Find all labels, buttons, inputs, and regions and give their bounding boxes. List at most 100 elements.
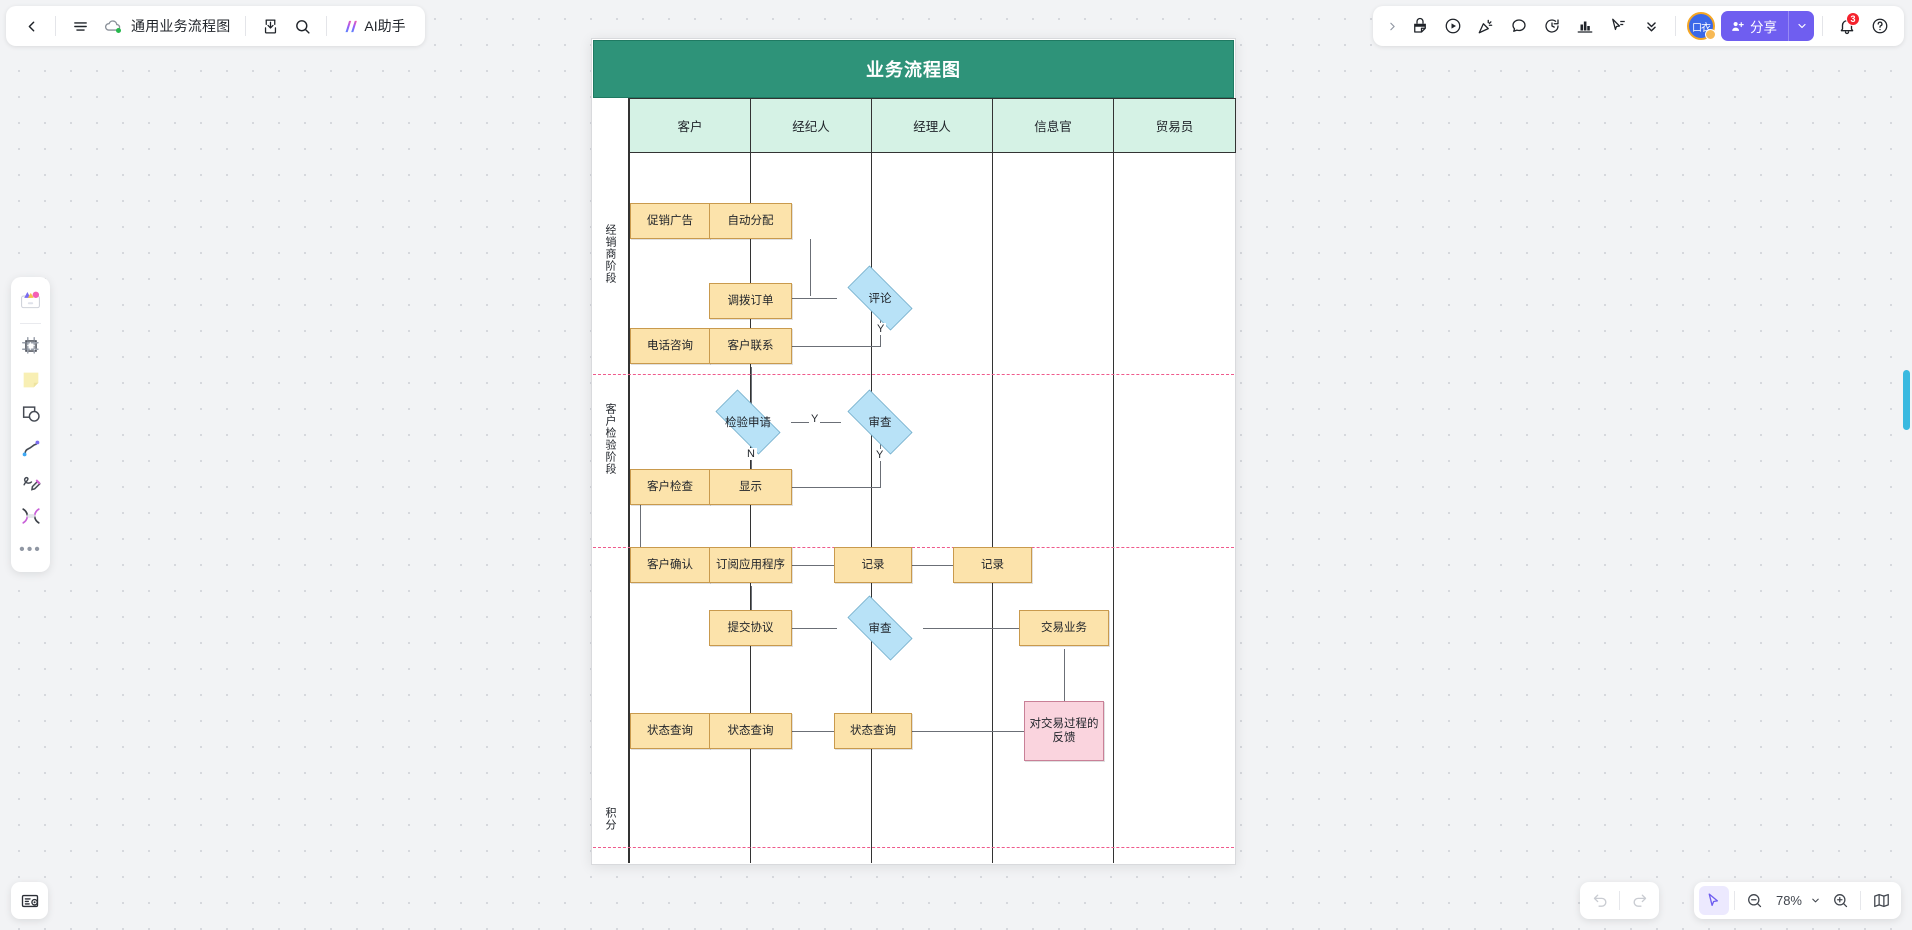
help-icon[interactable] [1864, 11, 1896, 41]
node-status-query-manager[interactable]: 状态查询 [834, 713, 912, 749]
node-review-decision-1[interactable]: 审查 [837, 389, 923, 455]
node-comment-decision[interactable]: 评论 [837, 265, 923, 331]
swimlane-diagram[interactable]: 业务流程图 客户 经纪人 经理人 信息官 贸易员 经销商阶段 客户检验阶段 积分 [591, 38, 1236, 865]
edge-label-n-inspect: N [745, 448, 757, 460]
edge-n2-n3 [810, 239, 812, 296]
node-review-decision-2[interactable]: 审查 [837, 595, 923, 661]
node-phone-consult[interactable]: 电话咨询 [630, 328, 710, 364]
edge-n20-n21 [912, 731, 1024, 733]
node-display[interactable]: 显示 [709, 469, 792, 505]
play-circle-icon[interactable] [1437, 11, 1469, 41]
notification-badge: 3 [1846, 12, 1860, 26]
pointer-icon[interactable] [1698, 886, 1729, 915]
menu-icon[interactable] [65, 11, 95, 41]
edge-n6-n7 [751, 367, 753, 427]
cursor-select-icon[interactable] [1602, 11, 1634, 41]
avatar[interactable]: 口衣 [1687, 12, 1716, 40]
left-tool-dock: ••• [11, 277, 50, 572]
document-title[interactable]: 通用业务流程图 [131, 18, 231, 34]
node-record-manager[interactable]: 记录 [834, 547, 912, 583]
divider [1675, 16, 1676, 36]
lane-title-inspect: 客户检验阶段 [604, 403, 616, 475]
download-icon[interactable] [255, 11, 285, 41]
templates-icon[interactable] [14, 284, 47, 317]
node-promo-ad[interactable]: 促销广告 [630, 203, 710, 239]
lane-title-points: 积分 [604, 807, 616, 831]
history-icon[interactable] [1536, 11, 1568, 41]
column-header-broker: 经纪人 [750, 98, 872, 153]
vertical-scrollbar[interactable] [1903, 370, 1910, 430]
edge-label-y-review: Y [874, 449, 886, 461]
zoom-out-icon[interactable] [1740, 886, 1770, 915]
lane-divider-3 [593, 847, 1234, 848]
edge-n4-n6 [792, 346, 881, 348]
board-settings-icon[interactable] [11, 882, 48, 919]
chart-icon[interactable] [1569, 11, 1601, 41]
redo-icon[interactable] [1624, 886, 1654, 915]
edge-n16-n17 [923, 628, 1019, 630]
node-trade-feedback[interactable]: 对交易过程的反馈 [1024, 701, 1104, 761]
lane-divider-1 [593, 374, 1234, 375]
column-header-customer: 客户 [629, 98, 751, 153]
share-main[interactable]: 分享 [1721, 11, 1788, 41]
divider [326, 16, 328, 36]
node-trade-business[interactable]: 交易业务 [1019, 610, 1109, 646]
divider [55, 16, 56, 36]
node-auto-assign[interactable]: 自动分配 [709, 203, 792, 239]
edge-n9-n11 [640, 502, 642, 565]
edge-n12-n13 [792, 565, 834, 567]
comment-icon[interactable] [1503, 11, 1535, 41]
column-divider-3 [992, 153, 993, 863]
ai-logo-icon [345, 20, 358, 32]
zoom-toolbar: 78% [1693, 882, 1901, 919]
ai-assistant-label: AI助手 [364, 18, 406, 34]
node-inspection-request-decision[interactable]: 检验申请 [705, 389, 791, 455]
zoom-level-label[interactable]: 78% [1775, 893, 1802, 908]
chevrons-down-icon[interactable] [1635, 11, 1667, 41]
node-label: 审查 [868, 417, 892, 429]
ai-assistant-button[interactable]: AI助手 [336, 11, 414, 41]
node-submit-agreement[interactable]: 提交协议 [709, 610, 792, 646]
back-icon[interactable] [16, 11, 46, 41]
connector-icon[interactable] [14, 431, 47, 464]
node-status-query-customer[interactable]: 状态查询 [630, 713, 710, 749]
minimap-icon[interactable] [1866, 886, 1896, 915]
pen-icon[interactable] [14, 465, 47, 498]
search-icon[interactable] [287, 11, 317, 41]
node-record-officer[interactable]: 记录 [953, 547, 1032, 583]
node-customer-confirm[interactable]: 客户确认 [630, 547, 710, 583]
share-button[interactable]: 分享 [1721, 11, 1814, 41]
node-customer-check[interactable]: 客户检查 [630, 469, 710, 505]
edge-label-y-comment: Y [875, 323, 887, 335]
node-label: 检验申请 [725, 417, 771, 429]
divider [1860, 891, 1861, 910]
column-header-row: 客户 经纪人 经理人 信息官 贸易员 [629, 98, 1236, 153]
expand-chevron-icon[interactable] [1381, 11, 1403, 41]
top-left-toolbar: 通用业务流程图 AI助手 [6, 6, 425, 46]
bell-icon[interactable]: 3 [1831, 11, 1863, 41]
share-label: 分享 [1750, 20, 1777, 35]
cloud-sync-icon [97, 11, 127, 41]
undo-icon[interactable] [1585, 886, 1615, 915]
edge-n8-n10 [792, 487, 881, 489]
node-status-query-broker[interactable]: 状态查询 [709, 713, 792, 749]
node-transfer-order[interactable]: 调拨订单 [709, 283, 792, 319]
zoom-dropdown-icon[interactable] [1806, 886, 1824, 915]
celebrate-icon[interactable] [1470, 11, 1502, 41]
edge-label-y-inspect: Y [809, 413, 821, 425]
sticky-note-icon[interactable] [14, 363, 47, 396]
sticky-lock-icon[interactable] [1404, 11, 1436, 41]
column-divider-2 [871, 153, 872, 863]
edge-n19-n20 [792, 731, 834, 733]
history-toolbar [1580, 882, 1659, 919]
more-tools-icon[interactable]: ••• [19, 540, 42, 558]
zoom-in-icon[interactable] [1825, 886, 1855, 915]
text-icon[interactable] [14, 499, 47, 532]
node-customer-contact[interactable]: 客户联系 [709, 328, 792, 364]
shapes-icon[interactable] [14, 397, 47, 430]
frame-icon[interactable] [14, 329, 47, 362]
share-dropdown-icon[interactable] [1788, 11, 1814, 41]
column-divider-4 [1113, 153, 1114, 863]
node-subscribe-app[interactable]: 订阅应用程序 [709, 547, 792, 583]
